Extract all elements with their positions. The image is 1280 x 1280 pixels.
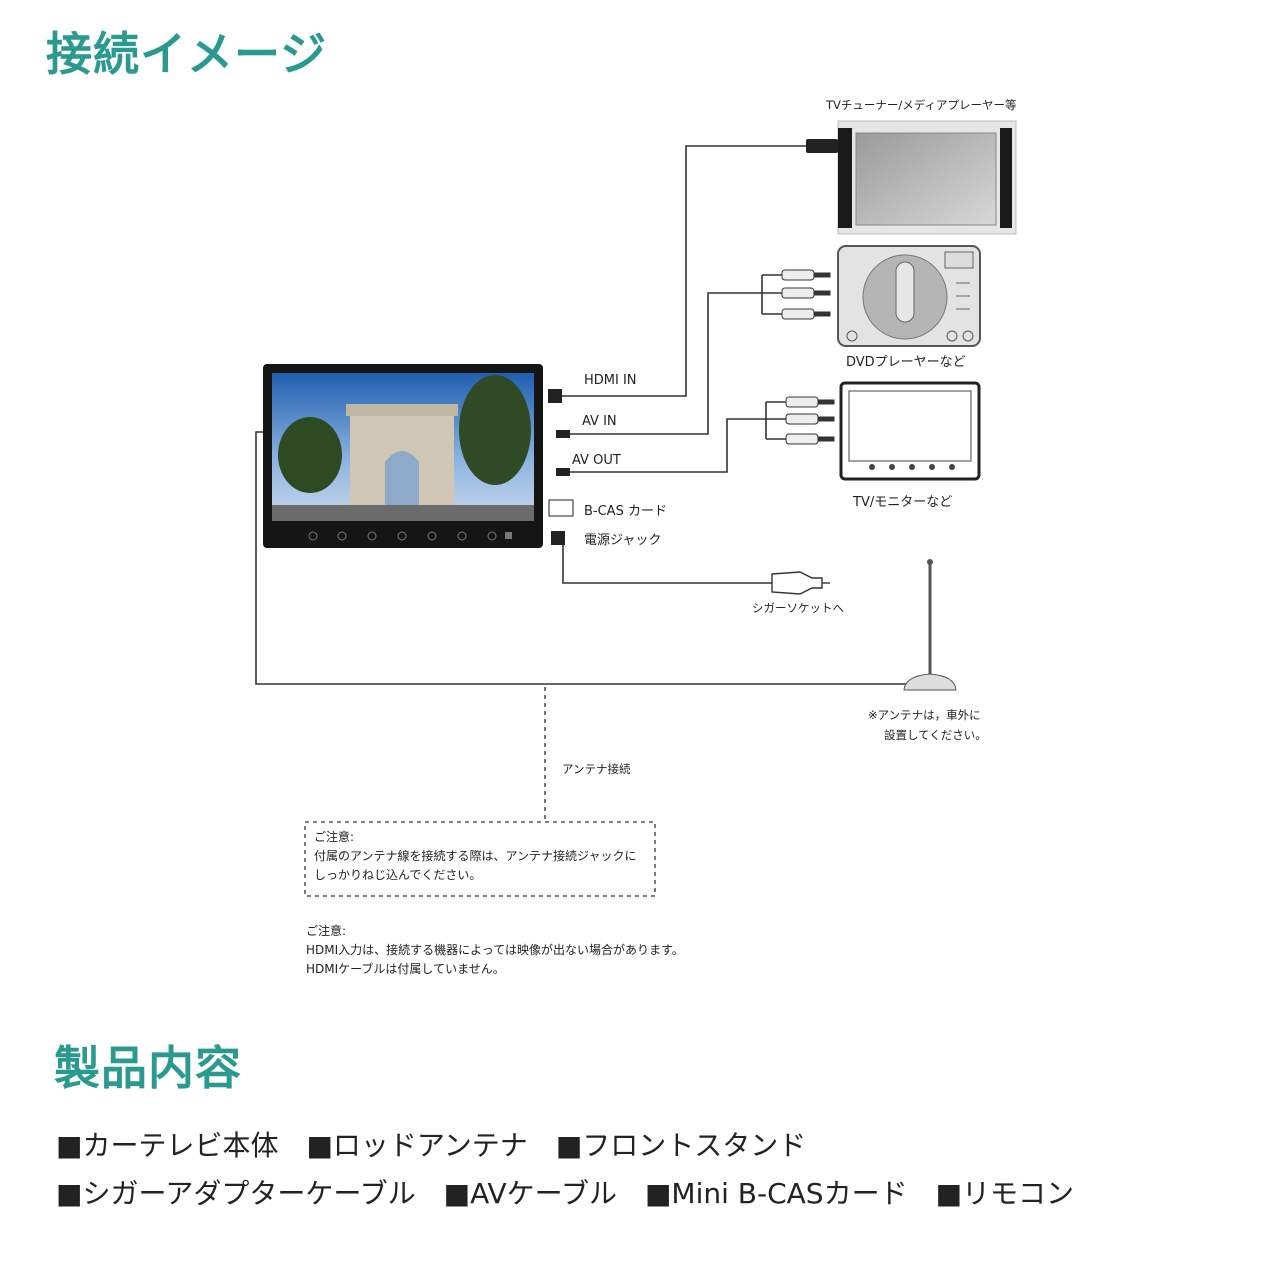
note-box <box>304 821 656 897</box>
label-tv-tuner: TVチューナー/メディアプレーヤー等 <box>826 98 1017 112</box>
label-antenna-note-2: 設置してください。 <box>884 728 987 742</box>
contents-row-1: ■カーテレビ本体 ■ロッドアンテナ ■フロントスタンド <box>56 1124 806 1164</box>
note-box-content: ご注意: 付属のアンテナ線を接続する際は、アンテナ接続ジャックに しっかりねじ込… <box>314 828 636 885</box>
item-av-cable: ■AVケーブル <box>443 1177 617 1210</box>
label-av-in: AV IN <box>582 414 617 429</box>
label-dvd-player: DVDプレーヤーなど <box>846 355 966 370</box>
item-remote: ■リモコン <box>935 1177 1075 1210</box>
tv-tuner-device <box>806 120 1017 235</box>
dvd-player-device <box>837 245 981 347</box>
label-antenna-connection: アンテナ接続 <box>562 762 631 776</box>
hdmi-note-title: ご注意: <box>306 924 347 938</box>
note-box-line-1: 付属のアンテナ線を接続する際は、アンテナ接続ジャックに <box>314 849 637 863</box>
note-box-title: ご注意: <box>314 830 355 844</box>
label-monitor: TV/モニターなど <box>853 495 953 510</box>
note-box-line-2: しっかりねじ込んでください。 <box>314 868 482 882</box>
cigar-plug-icon <box>771 571 830 595</box>
section-title-connection: 接続イメージ <box>46 27 328 81</box>
label-bcas: B-CAS カード <box>584 504 667 519</box>
hdmi-note: ご注意: HDMI入力は、接続する機器によっては映像が出ない場合があります。 H… <box>306 922 684 979</box>
hdmi-note-line-1: HDMI入力は、接続する機器によっては映像が出ない場合があります。 <box>306 943 684 957</box>
item-front-stand: ■フロントスタンド <box>555 1129 807 1162</box>
contents-row-2: ■シガーアダプターケーブル ■AVケーブル ■Mini B-CASカード ■リモ… <box>56 1172 1074 1212</box>
item-cigar-adapter-cable: ■シガーアダプターケーブル <box>56 1177 416 1210</box>
label-av-out: AV OUT <box>572 453 621 468</box>
item-mini-bcas-card: ■Mini B-CASカード <box>644 1177 908 1210</box>
hdmi-note-line-2: HDMIケーブルは付属していません。 <box>306 962 505 976</box>
label-antenna-note-1: ※アンテナは，車外に <box>868 708 981 722</box>
section-title-contents: 製品内容 <box>54 1041 242 1095</box>
label-hdmi-in: HDMI IN <box>584 373 637 388</box>
monitor-device <box>839 381 981 481</box>
cables <box>255 145 908 685</box>
label-power-jack: 電源ジャック <box>584 533 662 548</box>
connectors <box>548 389 574 545</box>
item-car-tv: ■カーテレビ本体 <box>56 1129 279 1162</box>
label-cigar-socket: シガーソケットへ <box>752 601 844 615</box>
antenna-icon <box>903 559 957 691</box>
car-tv-unit <box>263 364 543 548</box>
item-rod-antenna: ■ロッドアンテナ <box>306 1129 528 1162</box>
